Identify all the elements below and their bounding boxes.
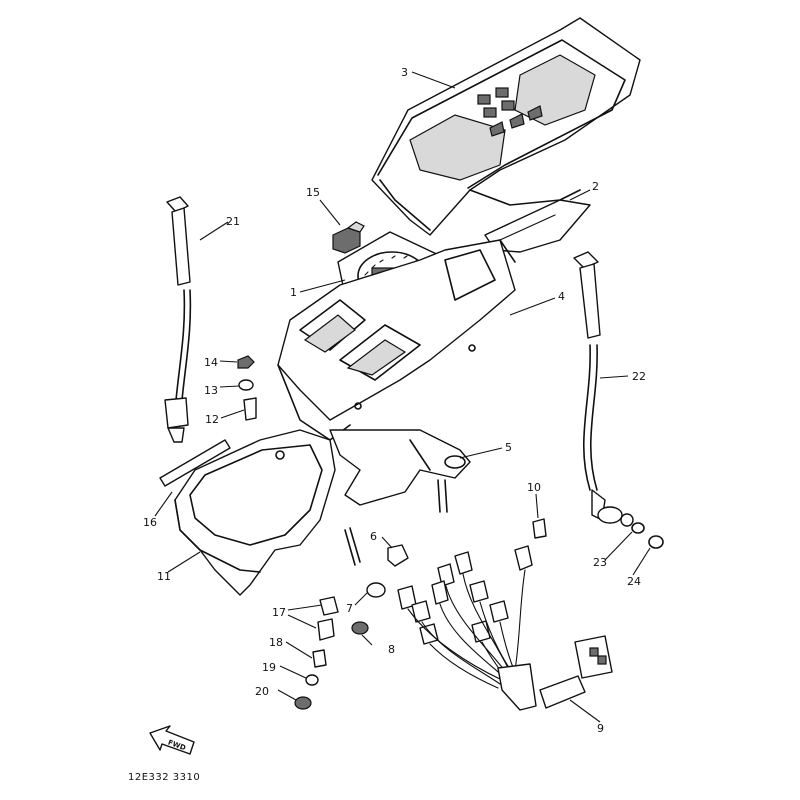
part-12-screw	[243, 397, 257, 421]
callout-5: 5	[505, 441, 512, 454]
part-4-meter-housing	[277, 239, 516, 441]
part-23-ring	[631, 522, 645, 534]
callout-22: 22	[632, 370, 646, 383]
callout-9: 9	[597, 722, 604, 735]
callout-16: 16	[143, 516, 157, 529]
part-9-wire-harness	[397, 545, 613, 711]
callout-24: 24	[627, 575, 641, 588]
callout-15: 15	[306, 186, 320, 199]
part-15-socket	[332, 221, 365, 254]
part-7-collar	[366, 582, 386, 598]
diagram-code: 12E332 3310	[128, 772, 200, 783]
part-5-bracket	[329, 429, 471, 513]
part-3-meter-cover: 500 ✕	[371, 17, 641, 236]
callout-6: 6	[370, 530, 377, 543]
callout-3: 3	[401, 66, 408, 79]
callout-23: 23	[593, 556, 607, 569]
callout-11: 11	[157, 570, 171, 583]
part-10-bulb	[532, 518, 547, 539]
part-8-nut	[351, 621, 369, 635]
callout-1: 1	[290, 286, 297, 299]
callout-10: 10	[527, 481, 541, 494]
part-6-grommet	[344, 527, 409, 567]
callout-4: 4	[558, 290, 565, 303]
callout-labels: 1 2 3 4 5 6 7 8 9 10 11 12 13 14 15 16 1…	[143, 66, 646, 735]
callout-18: 18	[269, 636, 283, 649]
part-13-washer	[238, 379, 254, 391]
part-16-strip	[159, 439, 231, 487]
callout-7: 7	[346, 602, 353, 615]
part-18-bulb	[312, 649, 327, 668]
part-19-washer	[305, 674, 319, 686]
callout-19: 19	[262, 661, 276, 674]
part-22-cable	[573, 251, 634, 527]
callout-17: 17	[272, 606, 286, 619]
callout-14: 14	[204, 356, 218, 369]
callout-2: 2	[592, 180, 599, 193]
part-20-nut	[294, 696, 312, 710]
part-17-bulb	[317, 596, 339, 641]
part-21-cable	[164, 196, 192, 443]
callout-8: 8	[388, 643, 395, 656]
part-14-nut	[237, 355, 255, 369]
callout-13: 13	[204, 384, 218, 397]
callout-20: 20	[255, 685, 269, 698]
part-24-ring	[648, 535, 664, 549]
callout-21: 21	[226, 215, 240, 228]
part-11-lower-cover	[174, 429, 336, 596]
callout-12: 12	[205, 413, 219, 426]
forward-arrow-icon: FWD	[149, 725, 195, 755]
leader-lines	[154, 71, 651, 723]
